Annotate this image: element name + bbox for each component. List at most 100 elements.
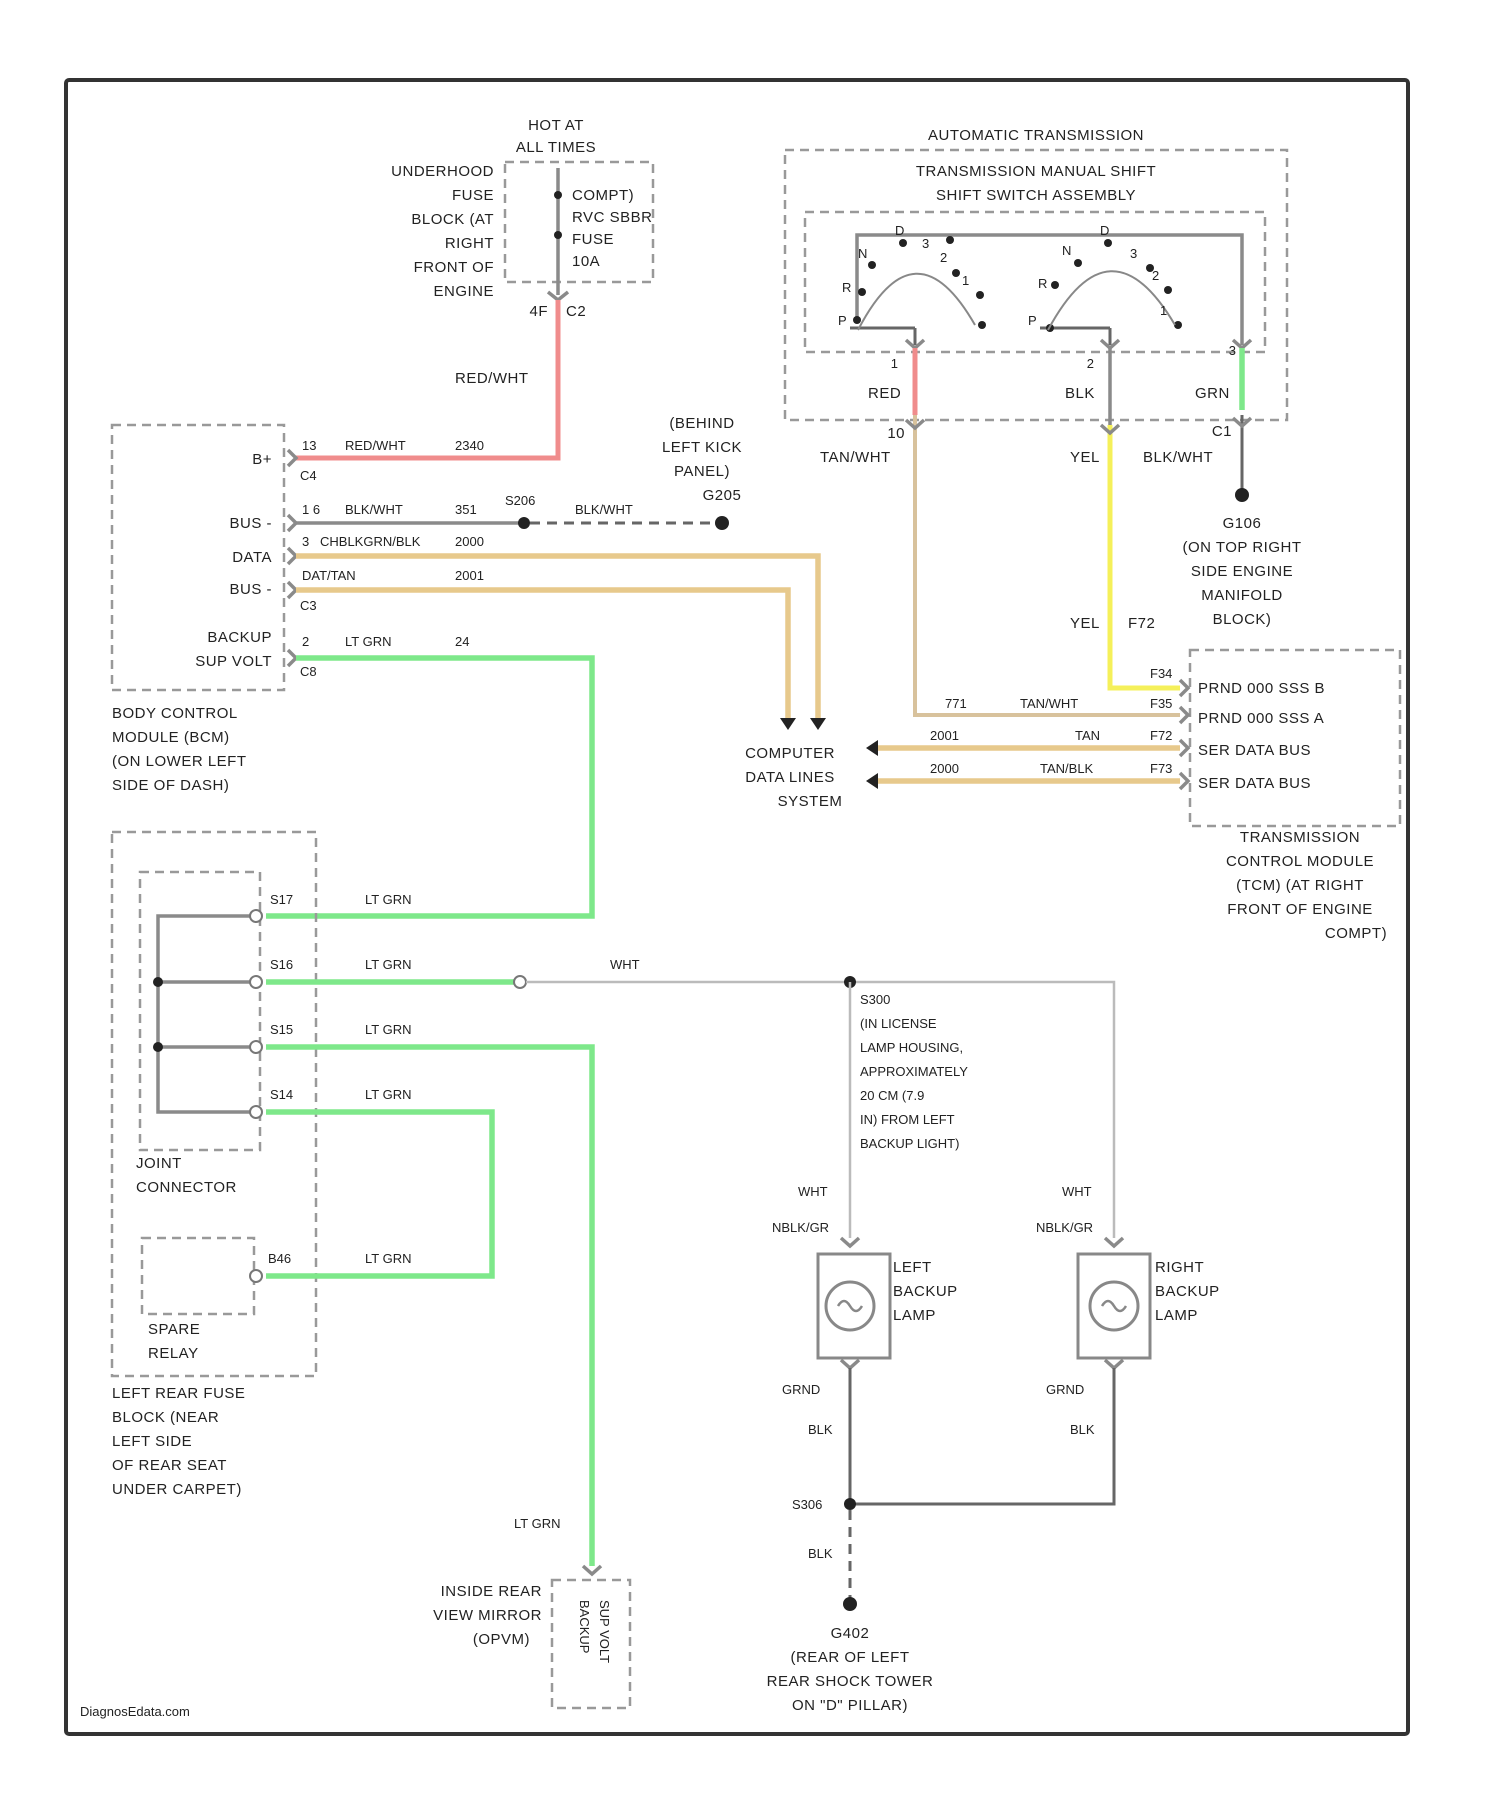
bcm-row5-circuit: 24 — [455, 634, 469, 649]
fuse-name-line4: 10A — [572, 253, 600, 270]
g106-line1: G106 — [1223, 515, 1262, 532]
bcm-row5-color: LT GRN — [345, 634, 391, 649]
joint-splice-1 — [153, 977, 163, 987]
right-letter-n: N — [1062, 243, 1071, 258]
spare-relay-label-line1: SPARE — [148, 1321, 200, 1338]
tcm-title-line2: CONTROL MODULE — [1226, 853, 1374, 870]
fuse-pin: 4F — [529, 303, 548, 320]
bcm-row4-color: DAT/TAN — [302, 568, 356, 583]
bcm-title-line4: SIDE OF DASH) — [112, 777, 229, 794]
s206-label: S206 — [505, 493, 535, 508]
left-letter-r: R — [842, 280, 851, 295]
left-rotary-p — [853, 316, 861, 324]
bcm-chevron-2 — [288, 515, 296, 531]
joint-bus-outer — [158, 916, 256, 1112]
lrfb-line1: LEFT REAR FUSE — [112, 1385, 245, 1402]
fuse-conn: C2 — [566, 303, 586, 320]
fuse-block-line1: UNDERHOOD — [391, 163, 494, 180]
tcm-chevron-4 — [1180, 773, 1188, 789]
s300-line5: 20 CM (7.9 — [860, 1088, 924, 1103]
joint-pin-s17 — [250, 910, 262, 922]
diagram-frame — [66, 80, 1408, 1734]
tcm-title-line5: COMPT) — [1325, 925, 1387, 942]
s300-line3: LAMP HOUSING, — [860, 1040, 963, 1055]
tcm-arrow-2 — [866, 773, 878, 789]
underhood-fuse-block: HOT AT ALL TIMES UNDERHOOD FUSE BLOCK (A… — [391, 117, 653, 320]
bcm-row2-circuit: 351 — [455, 502, 477, 517]
right-rotary-d — [1104, 239, 1112, 247]
fuse-name-line2: RVC SBBR — [572, 209, 652, 226]
bcm-pin-bplus: B+ — [252, 451, 272, 468]
tcm-row2-circuit: 771 — [945, 696, 967, 711]
left-lamp-grnd: GRND — [782, 1382, 820, 1397]
tcm-row2-label: PRND 000 SSS A — [1198, 710, 1324, 727]
right-lamp-grnd: GRND — [1046, 1382, 1084, 1397]
body-control-module: B+ BUS - DATA BUS - BACKUP SUP VOLT BODY… — [112, 425, 296, 794]
tanwht-label: TAN/WHT — [820, 449, 891, 466]
spare-relay-box — [142, 1238, 254, 1314]
s300-line6: IN) FROM LEFT — [860, 1112, 955, 1127]
computer-data-line3: SYSTEM — [778, 793, 843, 810]
left-letter-d: D — [895, 223, 904, 238]
bcm-row1-pin: 13 — [302, 438, 316, 453]
g402-ground: G402 (REAR OF LEFT REAR SHOCK TOWER ON "… — [767, 1625, 934, 1714]
bcm-backup-wire — [266, 658, 592, 916]
left-rotary-arc — [858, 274, 975, 330]
tcm-row1-pin: F34 — [1150, 666, 1172, 681]
tcm-row4-circuit: 2000 — [930, 761, 959, 776]
mirror-label-line1: INSIDE REAR — [441, 1583, 542, 1600]
left-rotary-3 — [946, 236, 954, 244]
right-lamp-label-line3: LAMP — [1155, 1307, 1198, 1324]
f72-label: F72 — [1128, 615, 1155, 632]
s300-splice-label: S300 (IN LICENSE LAMP HOUSING, APPROXIMA… — [860, 992, 968, 1151]
s300-line4: APPROXIMATELY — [860, 1064, 968, 1079]
right-backup-lamp: WHT NBLK/GR RIGHT BACKUP LAMP GRND BLK — [1036, 1184, 1220, 1437]
yel-f72-label: YEL — [1070, 615, 1100, 632]
bcm-chevron-1 — [288, 450, 296, 466]
g106-line2: (ON TOP RIGHT — [1182, 539, 1301, 556]
wht-wire — [526, 982, 1114, 1238]
computer-data-line1: COMPUTER — [745, 745, 835, 762]
lrfb-line4: OF REAR SEAT — [112, 1457, 227, 1474]
tcm-row1-label: PRND 000 SSS B — [1198, 680, 1325, 697]
tcm-arrow-1 — [866, 740, 878, 756]
s300-line7: BACKUP LIGHT) — [860, 1136, 959, 1151]
joint-wire-label-s14: LT GRN — [365, 1087, 411, 1102]
ground-junction-blk: BLK — [808, 1546, 833, 1561]
left-lamp-wht: WHT — [798, 1184, 828, 1199]
left-lamp-conn-top: NBLK/GR — [772, 1220, 829, 1235]
bcm-pin-backup: BACKUP — [207, 629, 272, 646]
spare-relay-pin — [250, 1270, 262, 1282]
tcm-row4-pin: F73 — [1150, 761, 1172, 776]
trans-pin3: 3 — [1229, 343, 1236, 358]
trans-red-label: RED — [868, 385, 901, 402]
bcm-row3-circuit: 2000 — [455, 534, 484, 549]
bcm-chevron-4 — [288, 582, 296, 598]
blkwht-dash-label: BLK/WHT — [575, 502, 633, 517]
g402-line1: G402 — [831, 1625, 870, 1642]
bcm-data-wire-2 — [296, 590, 788, 718]
fuse-name-line1: COMPT) — [572, 187, 634, 204]
trans-switch-inner-box — [805, 212, 1265, 352]
bcm-title-line2: MODULE (BCM) — [112, 729, 230, 746]
tcm-title-line3: (TCM) (AT RIGHT — [1236, 877, 1364, 894]
g402-line3: REAR SHOCK TOWER — [767, 1673, 934, 1690]
left-rotary-1 — [976, 291, 984, 299]
mirror-wire-label: LT GRN — [514, 1516, 560, 1531]
left-letter-2: 2 — [940, 250, 947, 265]
spare-relay-wire-label: LT GRN — [365, 1251, 411, 1266]
tcm-chevron-2 — [1180, 707, 1188, 723]
wht-wire-label: WHT — [610, 957, 640, 972]
bcm-row5-pin: 2 — [302, 634, 309, 649]
ground-junction-label: S306 — [792, 1497, 822, 1512]
tcm-row3-label: SER DATA BUS — [1198, 742, 1311, 759]
bcm-pin-bus1: BUS - — [229, 515, 272, 532]
fuse-block-line6: ENGINE — [433, 283, 494, 300]
right-lamp-wht: WHT — [1062, 1184, 1092, 1199]
trans-title-line1: AUTOMATIC TRANSMISSION — [928, 127, 1144, 144]
g402-ground-dot — [843, 1597, 857, 1611]
joint-pin-s16 — [250, 976, 262, 988]
tcm-row4-label: SER DATA BUS — [1198, 775, 1311, 792]
joint-wire-label-s16: LT GRN — [365, 957, 411, 972]
